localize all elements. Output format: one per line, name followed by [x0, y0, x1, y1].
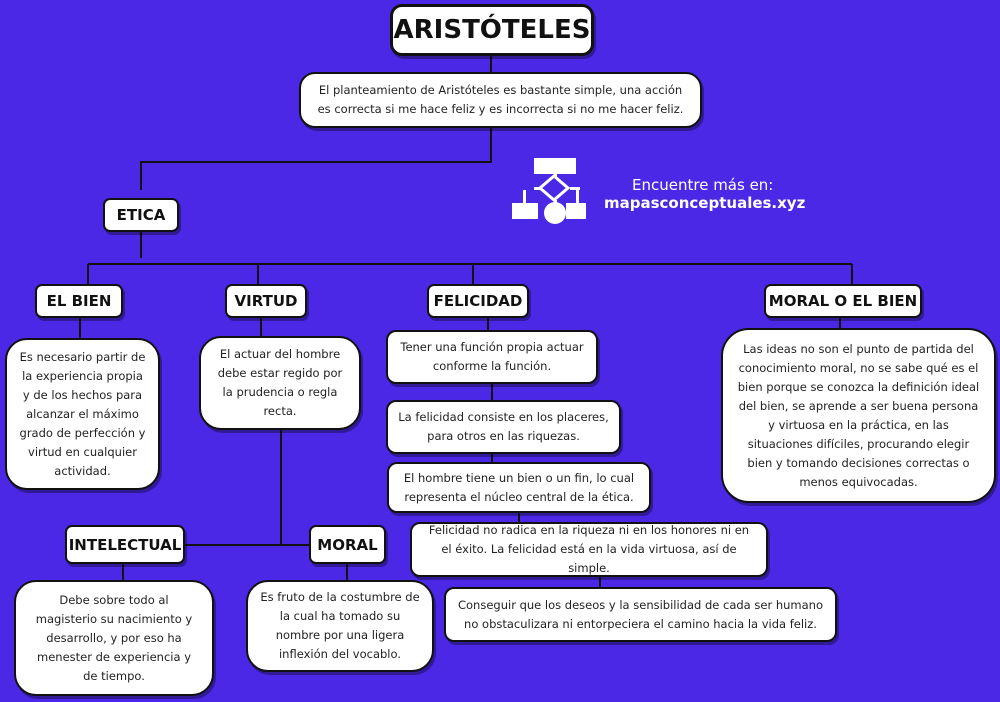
moral-o-el-bien-label: MORAL O EL BIEN	[768, 292, 918, 310]
felicidad-item-text: El hombre tiene un bien o un fin, lo cua…	[403, 470, 635, 504]
virtud-text: El actuar del hombre debe estar regido p…	[217, 347, 343, 418]
felicidad-label: FELICIDAD	[433, 292, 523, 310]
felicidad-item-text: Felicidad no radica en la riqueza ni en …	[428, 523, 750, 575]
el-bien-label: EL BIEN	[46, 292, 112, 310]
moral-text: Es fruto de la costumbre de la cual ha t…	[260, 590, 420, 661]
felicidad-item-text: Tener una función propia actuar conforme…	[400, 340, 584, 373]
moral-label: MORAL	[317, 535, 378, 554]
promo-website-link[interactable]: mapasconceptuales.xyz	[604, 194, 806, 212]
felicidad-item-text: La felicidad consiste en los placeres, p…	[398, 410, 609, 443]
virtud-label: VIRTUD	[234, 292, 298, 310]
promo-line1: Encuentre más en:	[632, 176, 774, 194]
felicidad-item-text: Conseguir que los deseos y la sensibilid…	[457, 597, 823, 631]
virtud-text-box: El actuar del hombre debe estar regido p…	[199, 336, 361, 430]
el-bien-text: Es necesario partir de la experiencia pr…	[19, 349, 146, 478]
felicidad-item: Felicidad no radica en la riqueza ni en …	[410, 522, 768, 577]
intelectual-label: INTELECTUAL	[68, 535, 182, 554]
intelectual-text: Debe sobre todo al magisterio su nacimie…	[35, 592, 193, 683]
intro-text: El planteamiento de Aristóteles es basta…	[317, 83, 684, 116]
moral-o-el-bien-text-box: Las ideas no son el punto de partida del…	[721, 328, 996, 503]
felicidad-item: La felicidad consiste en los placeres, p…	[386, 400, 621, 454]
intelectual-node: INTELECTUAL	[65, 525, 185, 564]
moral-o-el-bien-node: MORAL O EL BIEN	[764, 284, 922, 318]
el-bien-node: EL BIEN	[35, 284, 123, 318]
concept-map-logo-icon	[512, 158, 586, 224]
felicidad-item: Conseguir que los deseos y la sensibilid…	[444, 587, 837, 642]
etica-label: ETICA	[116, 206, 166, 224]
etica-node: ETICA	[103, 198, 179, 232]
virtud-node: VIRTUD	[225, 284, 307, 318]
moral-node: MORAL	[309, 525, 386, 564]
moral-text-box: Es fruto de la costumbre de la cual ha t…	[246, 580, 434, 672]
title-box: ARISTÓTELES	[390, 4, 594, 56]
felicidad-node: FELICIDAD	[427, 284, 529, 318]
page-title: ARISTÓTELES	[393, 15, 591, 45]
felicidad-item: Tener una función propia actuar conforme…	[386, 330, 598, 384]
felicidad-item: El hombre tiene un bien o un fin, lo cua…	[387, 462, 651, 513]
intelectual-text-box: Debe sobre todo al magisterio su nacimie…	[14, 580, 214, 696]
el-bien-text-box: Es necesario partir de la experiencia pr…	[5, 338, 160, 490]
moral-o-el-bien-text: Las ideas no son el punto de partida del…	[737, 341, 980, 489]
intro-box: El planteamiento de Aristóteles es basta…	[299, 72, 702, 128]
